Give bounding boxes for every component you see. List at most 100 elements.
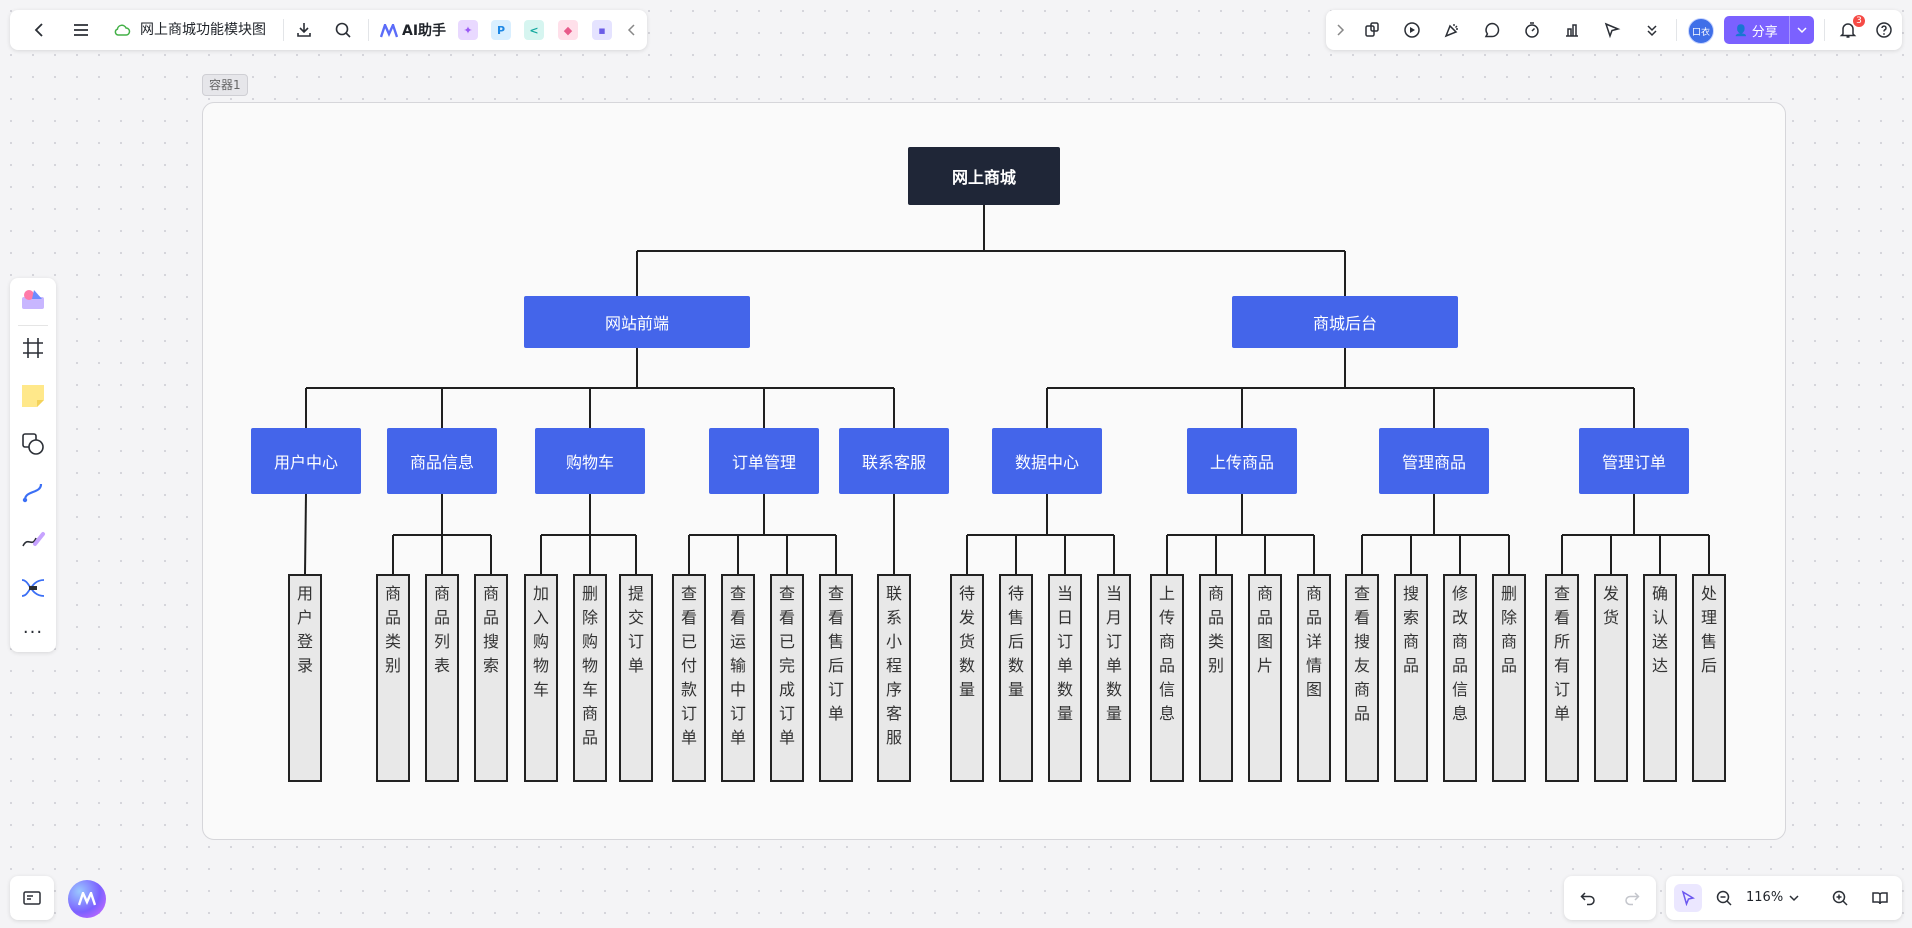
divider xyxy=(1676,19,1677,41)
document-title[interactable]: 网上商城功能模块图 xyxy=(140,22,266,38)
share-label: 分享 xyxy=(1751,24,1778,40)
leaf-node[interactable]: 查看已付款订单 xyxy=(672,574,706,782)
sticky-note-icon[interactable] xyxy=(19,382,47,410)
module-node[interactable]: 管理订单 xyxy=(1579,428,1689,494)
undo-icon[interactable] xyxy=(1574,884,1602,912)
leaf-node[interactable]: 确认送达 xyxy=(1643,574,1677,782)
leaf-node[interactable]: 查看搜友商品 xyxy=(1345,574,1379,782)
leaf-node[interactable]: 商品类别 xyxy=(376,574,410,782)
shapes-library-icon[interactable] xyxy=(19,286,47,314)
flowchart-icon[interactable]: ◆ xyxy=(558,20,578,40)
leaf-node[interactable]: 商品类别 xyxy=(1199,574,1233,782)
leaf-node[interactable]: 提交订单 xyxy=(619,574,653,782)
leaf-node[interactable]: 查看所有订单 xyxy=(1545,574,1579,782)
leaf-node-label: 商品详情图 xyxy=(1306,584,1323,699)
leaf-node-label: 商品搜索 xyxy=(483,584,500,675)
leaf-node[interactable]: 待发货数量 xyxy=(950,574,984,782)
image-gen-icon[interactable]: ✦ xyxy=(458,20,478,40)
module-node[interactable]: 用户中心 xyxy=(251,428,361,494)
leaf-node[interactable]: 发货 xyxy=(1594,574,1628,782)
select-pointer-icon[interactable] xyxy=(1674,884,1702,912)
ai-orb-button[interactable] xyxy=(68,880,106,918)
module-node[interactable]: 管理商品 xyxy=(1379,428,1489,494)
container-label[interactable]: 容器1 xyxy=(202,74,248,96)
leaf-node-label: 查看已完成订单 xyxy=(779,584,796,747)
frame-icon[interactable] xyxy=(19,334,47,362)
comment-ai-icon[interactable]: ▪ xyxy=(592,20,612,40)
root-node[interactable]: 网上商城 xyxy=(908,147,1060,205)
divider xyxy=(1824,19,1825,41)
leaf-node-label: 商品图片 xyxy=(1257,584,1274,675)
zoom-level[interactable]: 116% xyxy=(1746,888,1799,908)
leaf-node[interactable]: 商品列表 xyxy=(425,574,459,782)
collapse-icon[interactable] xyxy=(622,16,642,44)
follow-cursor-icon[interactable] xyxy=(1598,16,1626,44)
leaf-node[interactable]: 当日订单数量 xyxy=(1048,574,1082,782)
leaf-node[interactable]: 查看已完成订单 xyxy=(770,574,804,782)
share-button[interactable]: 👤 分享 xyxy=(1724,16,1814,44)
module-node[interactable]: 商品信息 xyxy=(387,428,497,494)
more-chevron-icon[interactable] xyxy=(1638,16,1666,44)
more-tools-icon[interactable]: ··· xyxy=(22,621,44,643)
branch-node[interactable]: 网站前端 xyxy=(524,296,750,348)
branch-node[interactable]: 商城后台 xyxy=(1232,296,1458,348)
book-icon[interactable] xyxy=(1866,884,1894,912)
leaf-node[interactable]: 商品图片 xyxy=(1248,574,1282,782)
leaf-node[interactable]: 用户登录 xyxy=(288,574,322,782)
module-node[interactable]: 订单管理 xyxy=(709,428,819,494)
leaf-node[interactable]: 商品搜索 xyxy=(474,574,508,782)
bell-icon[interactable] xyxy=(1834,16,1862,44)
leaf-node[interactable]: 查看运输中订单 xyxy=(721,574,755,782)
leaf-node[interactable]: 删除商品 xyxy=(1492,574,1526,782)
leaf-node[interactable]: 当月订单数量 xyxy=(1097,574,1131,782)
top-right-toolbar: 口衣 👤 分享 3 xyxy=(1326,10,1902,50)
leaf-node-label: 上传商品信息 xyxy=(1159,584,1176,723)
present-icon[interactable] xyxy=(1398,16,1426,44)
module-node[interactable]: 联系客服 xyxy=(839,428,949,494)
download-icon[interactable] xyxy=(290,16,318,44)
module-node-label: 管理订单 xyxy=(1601,453,1666,472)
leaf-node[interactable]: 联系小程序客服 xyxy=(877,574,911,782)
leaf-node-label: 处理售后 xyxy=(1701,584,1718,675)
leaf-node[interactable]: 搜索商品 xyxy=(1394,574,1428,782)
minimap-icon[interactable] xyxy=(18,884,46,912)
zoom-out-icon[interactable] xyxy=(1710,884,1738,912)
bottom-left-toolbar xyxy=(10,876,54,920)
expand-icon[interactable] xyxy=(1330,16,1350,44)
module-node[interactable]: 上传商品 xyxy=(1187,428,1297,494)
avatar[interactable]: 口衣 xyxy=(1688,18,1714,44)
help-icon[interactable] xyxy=(1870,16,1898,44)
timer-icon[interactable] xyxy=(1518,16,1546,44)
leaf-node-label: 待发货数量 xyxy=(959,584,976,699)
leaf-node[interactable]: 商品详情图 xyxy=(1297,574,1331,782)
leaf-node[interactable]: 上传商品信息 xyxy=(1150,574,1184,782)
share-dropdown-icon[interactable] xyxy=(1789,16,1814,44)
leaf-node[interactable]: 删除购物车商品 xyxy=(573,574,607,782)
connector-icon[interactable] xyxy=(19,478,47,506)
template-icon[interactable] xyxy=(1358,16,1386,44)
module-node[interactable]: 购物车 xyxy=(535,428,645,494)
zoom-toolbar: 116% xyxy=(1666,876,1902,920)
module-node-label: 管理商品 xyxy=(1401,453,1466,472)
ai-assistant-button[interactable]: AI助手 xyxy=(379,19,446,41)
menu-icon[interactable] xyxy=(67,16,95,44)
leaf-node[interactable]: 加入购物车 xyxy=(524,574,558,782)
zoom-in-icon[interactable] xyxy=(1826,884,1854,912)
redo-icon[interactable] xyxy=(1618,884,1646,912)
shape-icon[interactable] xyxy=(19,430,47,458)
vote-icon[interactable] xyxy=(1558,16,1586,44)
search-icon[interactable] xyxy=(329,16,357,44)
celebrate-icon[interactable] xyxy=(1438,16,1466,44)
ppt-icon[interactable]: P xyxy=(491,20,511,40)
leaf-node[interactable]: 查看售后订单 xyxy=(819,574,853,782)
mindmap-tool-icon[interactable] xyxy=(19,574,47,602)
leaf-node-label: 待售后数量 xyxy=(1008,584,1025,699)
leaf-node[interactable]: 修改商品信息 xyxy=(1443,574,1477,782)
module-node[interactable]: 数据中心 xyxy=(992,428,1102,494)
pen-icon[interactable] xyxy=(19,526,47,554)
back-icon[interactable] xyxy=(26,16,54,44)
mindmap-icon[interactable]: < xyxy=(524,20,544,40)
leaf-node[interactable]: 待售后数量 xyxy=(999,574,1033,782)
leaf-node[interactable]: 处理售后 xyxy=(1692,574,1726,782)
comment-icon[interactable] xyxy=(1478,16,1506,44)
